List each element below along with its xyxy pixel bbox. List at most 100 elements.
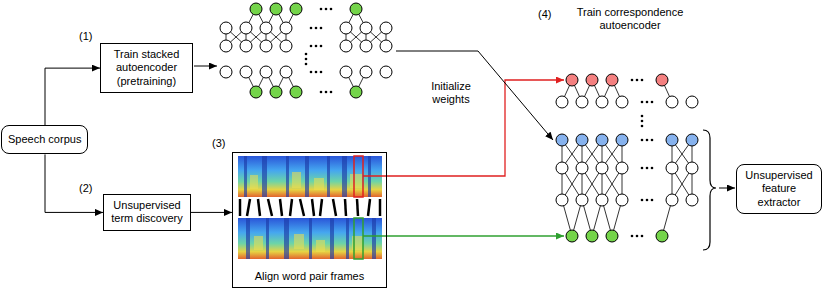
alignment-lines [239,199,242,216]
spectrogram [314,178,324,190]
spectrogram [266,218,269,259]
ellipsis-dot [315,27,318,30]
nn-unit [250,3,262,15]
node-text: Unsupervised feature extractor [741,169,817,209]
ellipsis-dot [330,8,333,11]
ellipsis-dot [641,139,644,142]
nn-unit [656,74,668,86]
ellipsis-dot [641,125,644,128]
alignment-lines [320,199,322,216]
spectrogram [238,218,382,259]
nn-unit [576,96,588,108]
nn-unit [596,162,608,174]
spectrogram [327,156,330,197]
ellipsis-dot [646,101,649,104]
node-text: Align word pair frames [237,270,382,283]
callout-number: (1) [79,30,92,43]
ellipsis-dot [310,71,313,74]
neural-network [220,3,698,242]
alignment-lines [368,199,370,216]
nn-unit [240,40,252,52]
nn-unit [380,22,392,34]
ellipsis-dot [651,139,654,142]
ellipsis-dot [636,235,639,238]
nn-unit [566,230,578,242]
alignment-lines [333,199,336,216]
spectrogram [244,156,371,197]
ellipsis-dot [651,199,654,202]
nn-unit [656,230,668,242]
spectrogram [250,175,258,189]
alignment-lines [300,199,304,216]
nn-unit [240,66,252,78]
callout-number: (3) [212,137,225,150]
nn-unit [280,40,292,52]
red-frame-line [363,80,564,176]
output-box: Unsupervised feature extractor [736,164,822,214]
spectrogram [346,218,349,259]
nn-unit [240,22,252,34]
nn-unit [686,194,698,206]
ellipsis-dot [305,63,308,66]
nn-unit [280,22,292,34]
ellipsis-dot [646,167,649,170]
ellipsis-dot [315,45,318,48]
nn-unit [686,96,698,108]
nn-unit [260,66,272,78]
nn-unit [576,194,588,206]
stage-title: Train correspondence autoencoder [560,6,700,33]
nn-unit [350,3,362,15]
alignment-lines [357,199,358,216]
nn-unit [260,22,272,34]
spectrogram [254,234,363,252]
spectrogram [372,218,376,259]
ellipsis-dot [320,71,323,74]
node-text: Speech corpus [8,133,81,146]
ellipsis-dot [325,8,328,11]
node-text: Unsupervised term discovery [108,199,186,226]
ellipsis-dot [641,79,644,82]
spectrogram [238,156,382,197]
spectrogram [316,240,325,252]
spectrogram [238,218,382,259]
frame-highlight [354,218,363,259]
alignment-lines [280,199,282,216]
process-box: Unsupervised term discovery [103,194,191,231]
nn-unit [666,96,678,108]
ellipsis-dot [305,58,308,61]
nn-unit [260,40,272,52]
alignment-lines [240,199,380,216]
nn-unit [596,134,608,146]
nn-unit [586,230,598,242]
ellipsis-dot [641,235,644,238]
nn-unit [380,40,392,52]
ellipsis-dot [320,27,323,30]
nn-unit [586,74,598,86]
output-arrow [719,188,735,189]
pretrain-arrow [194,66,217,67]
spectrogram [330,218,334,259]
ellipsis-dot [641,120,644,123]
ellipsis-dot [310,45,313,48]
ellipsis-dot [320,8,323,11]
alignment-lines [290,199,292,216]
nn-unit [360,40,372,52]
ellipsis-dot [310,27,313,30]
nn-unit [556,134,568,146]
nn-unit [616,134,628,146]
alignment-lines [379,199,382,216]
nn-unit [360,22,372,34]
nn-unit [340,66,352,78]
alignment-lines [312,199,314,216]
nn-unit [566,74,578,86]
spectrogram [246,218,376,259]
alignment-lines [345,199,346,216]
spectrogram [254,236,263,250]
nn-unit [576,134,588,146]
nn-unit [576,162,588,174]
nn-unit [666,194,678,206]
nn-unit [270,3,282,15]
ellipsis-dot [631,235,634,238]
flow-arrow [191,212,232,213]
ellipsis-dot [641,167,644,170]
